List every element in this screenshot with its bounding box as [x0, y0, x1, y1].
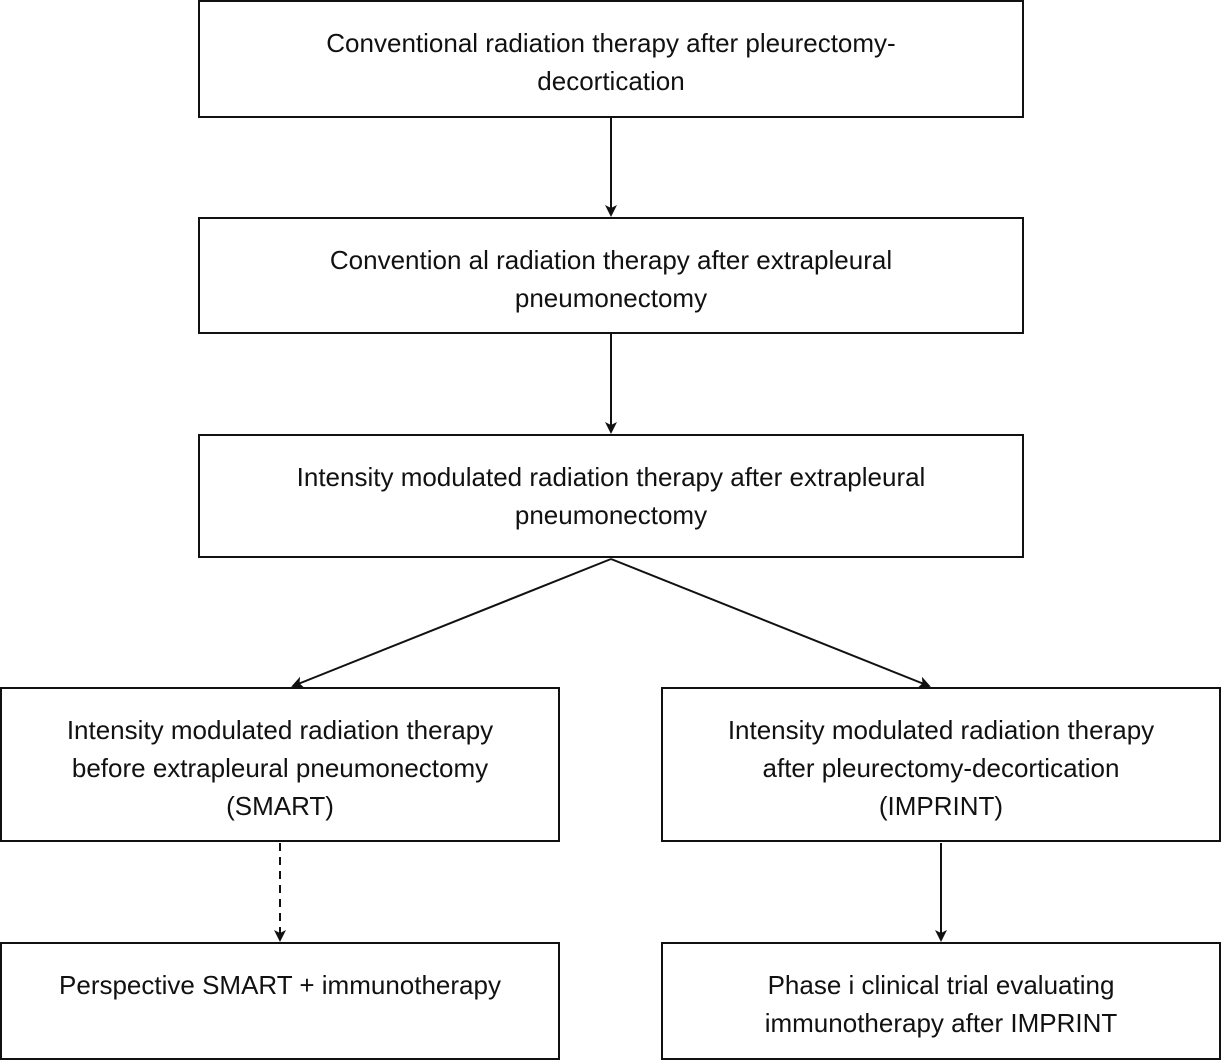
node-imrt-after-epp: Intensity modulated radiation therapy af…	[198, 434, 1024, 558]
node-label: Intensity modulated radiation therapy af…	[296, 462, 926, 530]
node-conventional-rt-after-epp: Convention al radiation therapy after ex…	[198, 217, 1024, 334]
node-imrt-before-epp-smart: Intensity modulated radiation therapy be…	[0, 687, 560, 842]
node-label: Phase i clinical trial evaluating immuno…	[764, 970, 1118, 1038]
node-label: Intensity modulated radiation therapy be…	[66, 715, 494, 821]
node-label: Perspective SMART + immunotherapy	[59, 970, 501, 1000]
node-perspective-smart-immunotherapy: Perspective SMART + immunotherapy	[0, 942, 560, 1060]
node-label: Convention al radiation therapy after ex…	[329, 245, 893, 313]
node-conventional-rt-after-pd: Conventional radiation therapy after ple…	[198, 0, 1024, 118]
node-imrt-after-pd-imprint: Intensity modulated radiation therapy af…	[661, 687, 1221, 842]
node-label: Intensity modulated radiation therapy af…	[727, 715, 1155, 821]
arrow-n3-to-n4	[291, 558, 612, 688]
arrow-n3-to-n5	[610, 558, 931, 688]
node-phase-i-trial-immunotherapy: Phase i clinical trial evaluating immuno…	[661, 942, 1221, 1060]
node-label: Conventional radiation therapy after ple…	[326, 28, 896, 96]
